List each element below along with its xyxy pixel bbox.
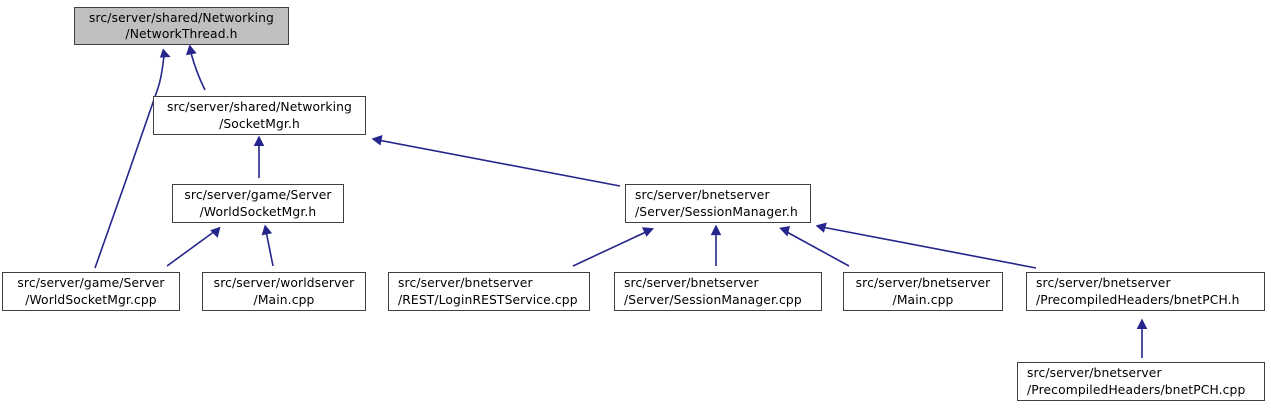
node-label-line2: /Main.cpp [892,292,954,307]
graph-node-socket-mgr-h[interactable]: src/server/shared/Networking/SocketMgr.h [153,96,366,135]
node-label-line1: src/server/shared/Networking [88,10,274,25]
node-label-line1: src/server/bnetserver [624,276,759,290]
graph-node-worldserver-main-cpp[interactable]: src/server/worldserver/Main.cpp [202,272,366,311]
arrow-head-icon [210,226,221,238]
graph-node-world-socket-mgr-h[interactable]: src/server/game/Server/WorldSocketMgr.h [172,184,344,223]
edge-line [265,230,274,267]
graph-node-login-rest-service-cpp[interactable]: src/server/bnetserver/REST/LoginRESTServ… [388,272,590,311]
arrow-head-icon [710,224,722,236]
node-label-line2: /WorldSocketMgr.cpp [25,292,157,307]
graph-node-world-socket-mgr-cpp[interactable]: src/server/game/Server/WorldSocketMgr.cp… [2,272,180,311]
edge-world-socket-mgr-h-to-socket-mgr-h [253,135,265,178]
edge-line [166,230,216,267]
edge-line [94,54,165,269]
graph-node-session-manager-h[interactable]: src/server/bnetserver/Server/SessionMana… [625,184,811,223]
arrow-head-icon [779,226,790,237]
edge-worldserver-main-cpp-to-world-socket-mgr-h [261,224,274,267]
arrow-head-icon [641,227,654,237]
graph-node-session-manager-cpp[interactable]: src/server/bnetserver/Server/SessionMana… [614,272,822,311]
node-label-line2: /WorldSocketMgr.h [199,204,317,219]
edge-line [377,139,621,187]
graph-node-bnetserver-main-cpp[interactable]: src/server/bnetserver/Main.cpp [843,272,1003,311]
arrow-head-icon [815,222,827,233]
edge-line [190,52,206,91]
node-label-line1: src/server/bnetserver [1027,366,1162,380]
node-label-line1: src/server/game/Server [17,276,165,290]
edge-socket-mgr-h-to-network-thread-h [186,44,206,91]
edge-line [821,226,1037,269]
node-label-line1: src/server/bnetserver [398,276,533,290]
node-label-line2: /PrecompiledHeaders/bnetPCH.cpp [1027,382,1246,397]
node-label-line1: src/server/worldserver [213,276,355,290]
edge-world-socket-mgr-cpp-to-network-thread-h [94,48,171,269]
graph-node-bnet-pch-cpp[interactable]: src/server/bnetserver/PrecompiledHeaders… [1017,362,1265,401]
arrow-head-icon [371,135,383,146]
edge-world-socket-mgr-cpp-to-world-socket-mgr-h [166,226,221,267]
edge-bnet-pch-cpp-to-bnet-pch-h [1136,318,1148,358]
graph-node-network-thread-h[interactable]: src/server/shared/Networking/NetworkThre… [74,7,289,45]
edge-bnetserver-main-cpp-to-session-manager-h [779,226,850,267]
node-label-line1: src/server/shared/Networking [166,100,352,114]
edge-line [572,230,649,267]
node-label-line2: /NetworkThread.h [125,27,238,41]
edge-login-rest-service-cpp-to-session-manager-h [572,227,654,267]
edge-session-manager-h-to-socket-mgr-h [371,135,621,187]
edge-session-manager-cpp-to-session-manager-h [710,224,722,266]
node-label-line1: src/server/bnetserver [1036,276,1171,290]
node-label-line2: /Main.cpp [253,292,315,307]
node-label-line2: /Server/SessionManager.h [635,204,798,219]
node-label-line2: /PrecompiledHeaders/bnetPCH.h [1036,292,1240,307]
edge-bnet-pch-h-to-session-manager-h [815,222,1037,269]
arrow-head-icon [261,224,273,236]
arrow-head-icon [186,44,197,56]
arrow-head-icon [159,48,171,58]
edge-line [784,230,850,267]
graph-node-bnet-pch-h[interactable]: src/server/bnetserver/PrecompiledHeaders… [1026,272,1265,311]
node-label-line2: /Server/SessionManager.cpp [624,292,802,307]
node-label-line2: /SocketMgr.h [219,116,300,131]
arrow-head-icon [253,135,265,146]
node-label-line1: src/server/bnetserver [635,188,770,202]
node-label-line1: src/server/bnetserver [855,276,991,290]
node-label-line1: src/server/game/Server [184,188,332,202]
arrow-head-icon [1136,318,1148,329]
node-label-line2: /REST/LoginRESTService.cpp [398,292,578,307]
